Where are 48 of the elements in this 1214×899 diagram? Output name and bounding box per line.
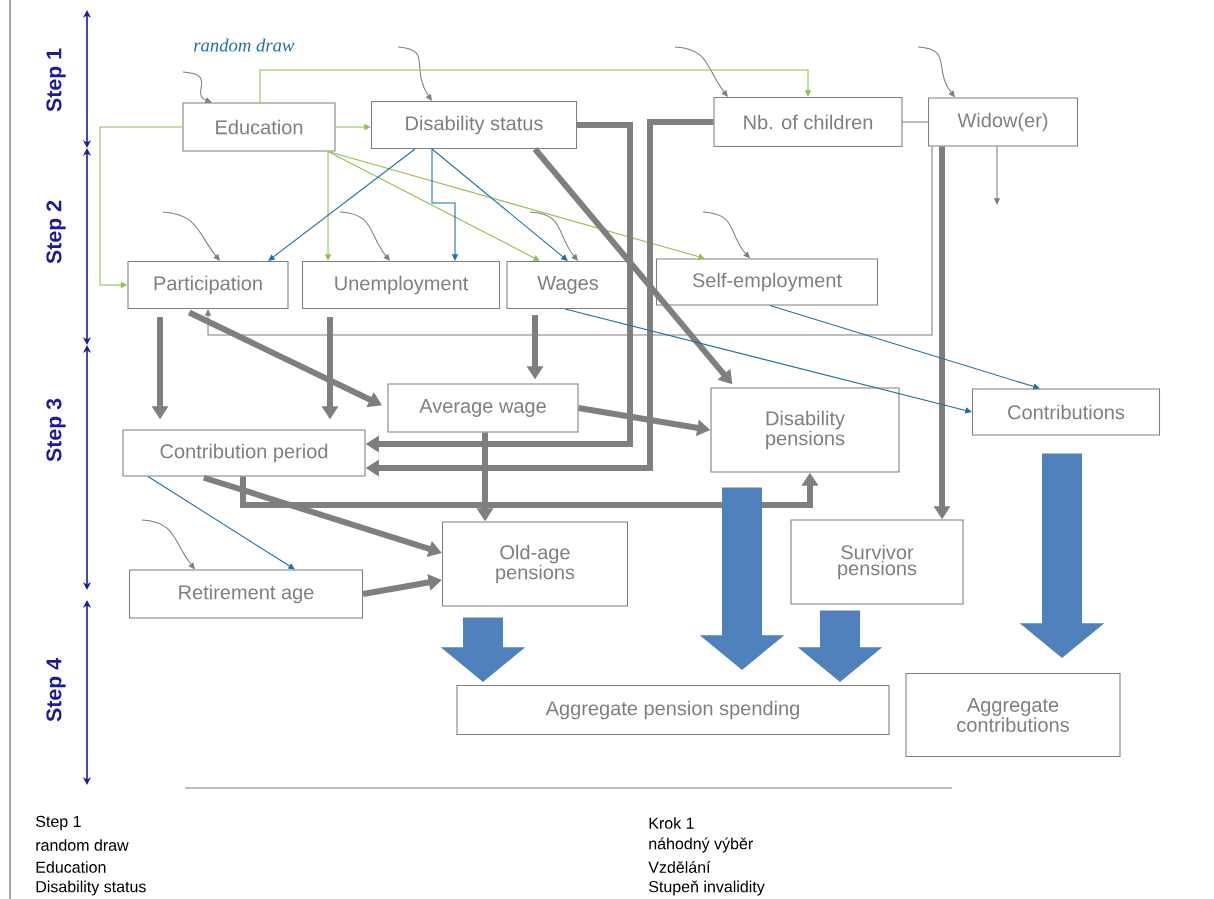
caption-text: Education [36,861,106,873]
caption-text: Stupeň invalidity [649,880,765,896]
curved-arrow [397,46,432,101]
step-label: Step 1 [46,48,66,112]
step-label: Step 3 [46,398,66,462]
arrow [147,476,295,570]
process-box: Nb. of children [713,96,903,148]
curved-arrow [162,211,220,261]
process-box: Widow(er) [927,97,1079,147]
caption-text: random draw [36,839,129,851]
step-label: Step 4 [46,658,66,722]
annotation: random draw [194,38,295,52]
arrow [327,151,540,261]
process-box: Old-age pensions [441,521,629,607]
process-box: Average wage [387,383,579,433]
caption-text: Disability status [36,880,146,896]
arrow [431,148,459,261]
arrow [431,148,568,261]
arrow [204,146,933,336]
process-box: Disability status [370,100,578,150]
curved-arrow [702,211,750,259]
caption-text: Vzdělání [648,861,711,873]
caption-text: náhodný výběr [649,837,753,853]
process-box: Disability pensions [710,387,900,473]
curved-arrow [339,211,390,261]
arrow [327,151,705,260]
process-box: Education [182,102,336,152]
process-box: Self-employment [655,258,879,306]
connector-line [902,121,929,123]
process-box: Contributions [971,388,1161,436]
process-box: Participation [127,260,289,310]
caption-text: Step 1 [36,815,81,831]
process-box: Aggregate pension spending [456,684,890,736]
step-label: Step 2 [46,200,66,264]
curved-arrow [674,46,728,97]
process-box: Retirement age [128,569,364,619]
arrow [259,69,812,103]
caption-text: Krok 1 [649,817,694,829]
curved-arrow [182,71,212,103]
process-box: Contribution period [122,429,366,477]
curved-arrow [529,211,578,261]
arrow [268,148,416,261]
process-box: Unemployment [301,260,501,310]
arrow [769,305,1040,390]
process-box: Survivor pensions [790,519,964,605]
process-box: Aggregate contributions [905,672,1121,758]
process-box: Wages [506,260,630,310]
arrow [564,308,972,414]
